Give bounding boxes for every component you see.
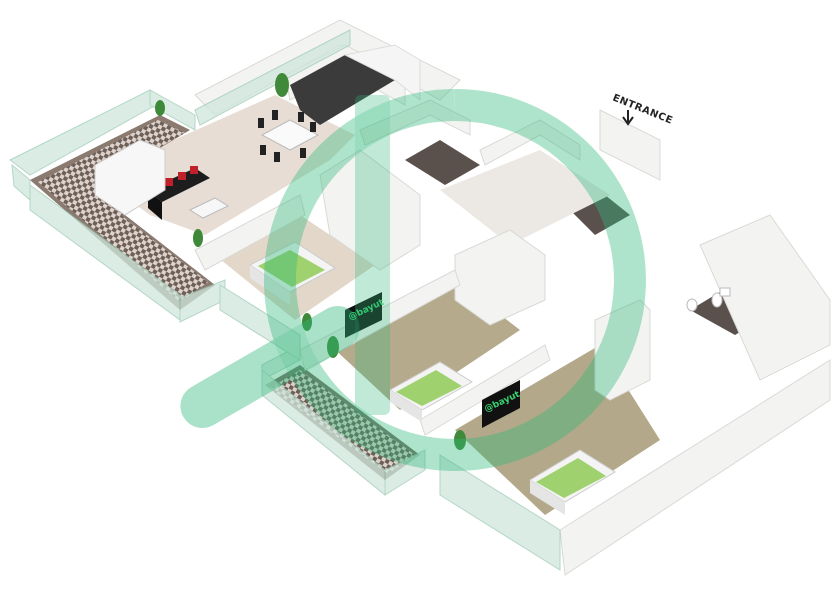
plant-icon — [275, 73, 289, 97]
bottom-balcony-tiles — [270, 370, 415, 474]
watermark-bar — [180, 306, 360, 428]
plant-icon — [193, 229, 203, 247]
bath-1-floor — [405, 140, 480, 185]
bed-2 — [389, 361, 473, 422]
cushion — [190, 166, 198, 174]
watermark-stem — [355, 95, 390, 415]
bathroom-fixtures — [686, 287, 731, 312]
bed-3 — [529, 449, 616, 515]
glass-rails — [9, 29, 561, 571]
plant-icon — [302, 313, 312, 331]
kitchen-counter — [290, 55, 395, 125]
cushion — [178, 172, 186, 180]
plant-icon — [327, 336, 339, 358]
plant-icon — [454, 430, 466, 450]
living-cabinet — [94, 139, 166, 216]
kitchen-cabinets — [343, 44, 421, 102]
hallway-floor — [440, 150, 610, 245]
cushion — [165, 178, 173, 186]
watermark-logo — [180, 89, 646, 471]
dining-table — [258, 110, 320, 162]
entrance-arrow-icon — [622, 110, 634, 126]
coffee-table — [188, 197, 230, 219]
plant-icon — [155, 100, 165, 116]
plants — [155, 73, 466, 450]
watermark-ring — [263, 89, 646, 471]
bed-1 — [249, 241, 336, 305]
